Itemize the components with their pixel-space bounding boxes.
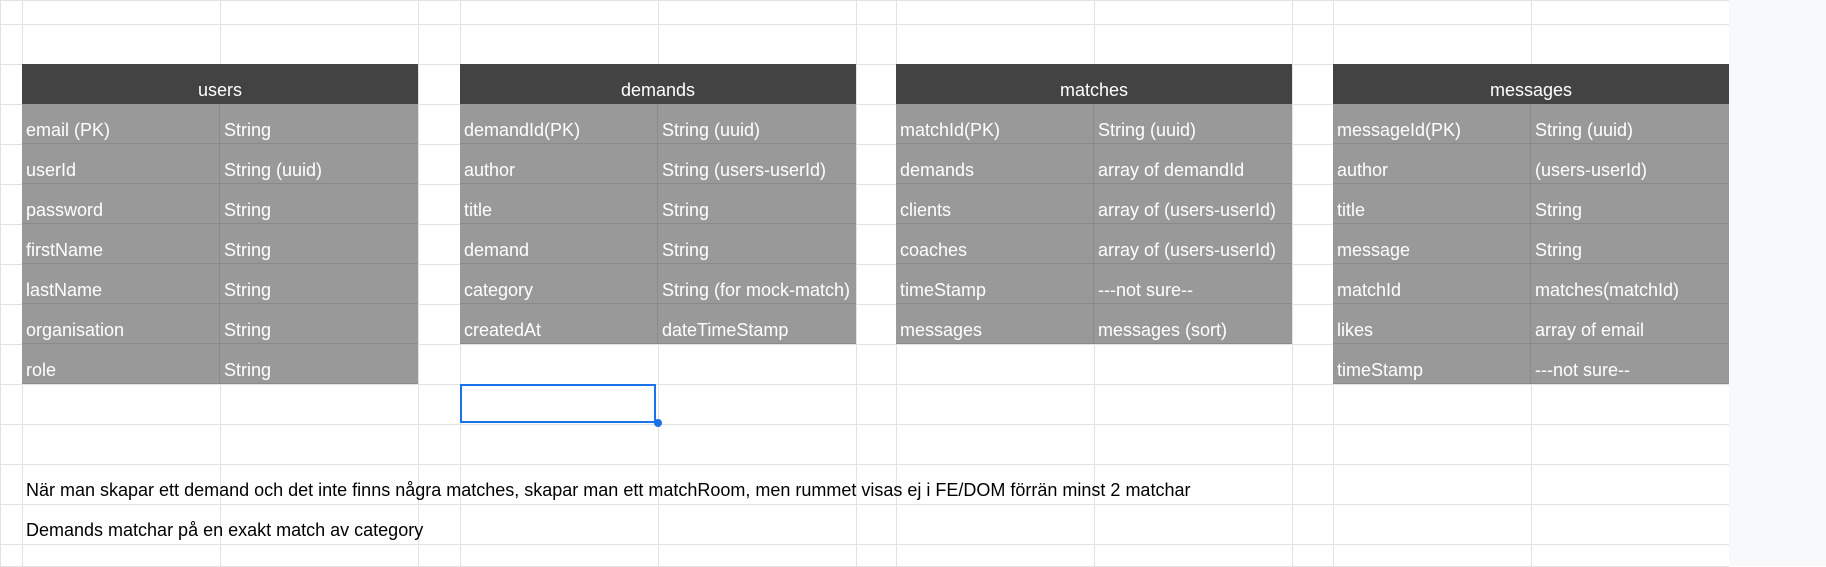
- field-name-cell[interactable]: messageId(PK): [1333, 104, 1531, 144]
- field-name-cell[interactable]: author: [1333, 144, 1531, 184]
- grid-row-line: [0, 184, 1729, 185]
- field-name-cell[interactable]: lastName: [22, 264, 220, 304]
- field-name-cell[interactable]: password: [22, 184, 220, 224]
- grid-row-line: [0, 304, 1729, 305]
- field-type-cell[interactable]: String: [658, 224, 856, 264]
- field-name-cell[interactable]: matchId(PK): [896, 104, 1094, 144]
- field-name-cell[interactable]: timeStamp: [1333, 344, 1531, 384]
- field-type-cell[interactable]: array of (users-userId): [1094, 184, 1292, 224]
- field-type-cell[interactable]: messages (sort): [1094, 304, 1292, 344]
- sheet-right-margin: [1729, 0, 1826, 566]
- field-type-cell[interactable]: String (uuid): [1531, 104, 1729, 144]
- field-name-cell[interactable]: messages: [896, 304, 1094, 344]
- field-type-cell[interactable]: dateTimeStamp: [658, 304, 856, 344]
- field-type-cell[interactable]: ---not sure--: [1531, 344, 1729, 384]
- grid-row-line: [0, 144, 1729, 145]
- grid-row-line: [0, 424, 1729, 425]
- note-cell-1[interactable]: När man skapar ett demand och det inte f…: [26, 480, 1191, 500]
- field-type-cell[interactable]: String: [1531, 224, 1729, 264]
- field-name-cell[interactable]: title: [1333, 184, 1531, 224]
- field-name-cell[interactable]: clients: [896, 184, 1094, 224]
- field-type-cell[interactable]: String: [220, 184, 418, 224]
- grid-row-line: [0, 384, 1729, 385]
- fill-handle[interactable]: [654, 419, 662, 427]
- field-type-cell[interactable]: array of (users-userId): [1094, 224, 1292, 264]
- field-type-cell[interactable]: matches(matchId): [1531, 264, 1729, 304]
- field-type-cell[interactable]: String: [220, 224, 418, 264]
- grid-row-line: [0, 24, 1729, 25]
- table-header[interactable]: demands: [460, 64, 856, 104]
- field-name-cell[interactable]: demandId(PK): [460, 104, 658, 144]
- field-name-cell[interactable]: firstName: [22, 224, 220, 264]
- table-header[interactable]: messages: [1333, 64, 1729, 104]
- field-type-cell[interactable]: String (for mock-match): [658, 264, 856, 304]
- field-name-cell[interactable]: category: [460, 264, 658, 304]
- grid-column-line: [0, 0, 1, 566]
- grid-row-line: [0, 504, 1729, 505]
- field-name-cell[interactable]: organisation: [22, 304, 220, 344]
- field-type-cell[interactable]: ---not sure--: [1094, 264, 1292, 304]
- selected-cell[interactable]: [460, 384, 656, 423]
- field-name-cell[interactable]: userId: [22, 144, 220, 184]
- field-type-cell[interactable]: String (uuid): [1094, 104, 1292, 144]
- grid-row-line: [0, 264, 1729, 265]
- field-name-cell[interactable]: matchId: [1333, 264, 1531, 304]
- field-type-cell[interactable]: String: [1531, 184, 1729, 224]
- field-type-cell[interactable]: array of email: [1531, 304, 1729, 344]
- grid-row-line: [0, 544, 1729, 545]
- table-header[interactable]: matches: [896, 64, 1292, 104]
- field-name-cell[interactable]: email (PK): [22, 104, 220, 144]
- table-header[interactable]: users: [22, 64, 418, 104]
- grid-row-line: [0, 464, 1729, 465]
- field-name-cell[interactable]: demands: [896, 144, 1094, 184]
- grid-column-line: [856, 0, 857, 566]
- grid-row-line: [0, 344, 1729, 345]
- field-type-cell[interactable]: String (users-userId): [658, 144, 856, 184]
- field-name-cell[interactable]: createdAt: [460, 304, 658, 344]
- grid-row-line: [0, 104, 1729, 105]
- field-type-cell[interactable]: (users-userId): [1531, 144, 1729, 184]
- field-name-cell[interactable]: message: [1333, 224, 1531, 264]
- field-name-cell[interactable]: author: [460, 144, 658, 184]
- grid-row-line: [0, 64, 1729, 65]
- field-type-cell[interactable]: String: [220, 264, 418, 304]
- field-type-cell[interactable]: String: [220, 344, 418, 384]
- grid-column-line: [1292, 0, 1293, 566]
- field-name-cell[interactable]: role: [22, 344, 220, 384]
- grid-column-line: [418, 0, 419, 566]
- field-name-cell[interactable]: timeStamp: [896, 264, 1094, 304]
- field-type-cell[interactable]: String (uuid): [220, 144, 418, 184]
- field-name-cell[interactable]: coaches: [896, 224, 1094, 264]
- field-type-cell[interactable]: String: [220, 104, 418, 144]
- field-type-cell[interactable]: String: [658, 184, 856, 224]
- field-type-cell[interactable]: String: [220, 304, 418, 344]
- grid-row-line: [0, 224, 1729, 225]
- field-type-cell[interactable]: array of demandId: [1094, 144, 1292, 184]
- note-cell-2[interactable]: Demands matchar på en exakt match av cat…: [26, 520, 424, 540]
- field-type-cell[interactable]: String (uuid): [658, 104, 856, 144]
- grid-row-line: [0, 0, 1729, 1]
- field-name-cell[interactable]: title: [460, 184, 658, 224]
- field-name-cell[interactable]: demand: [460, 224, 658, 264]
- field-name-cell[interactable]: likes: [1333, 304, 1531, 344]
